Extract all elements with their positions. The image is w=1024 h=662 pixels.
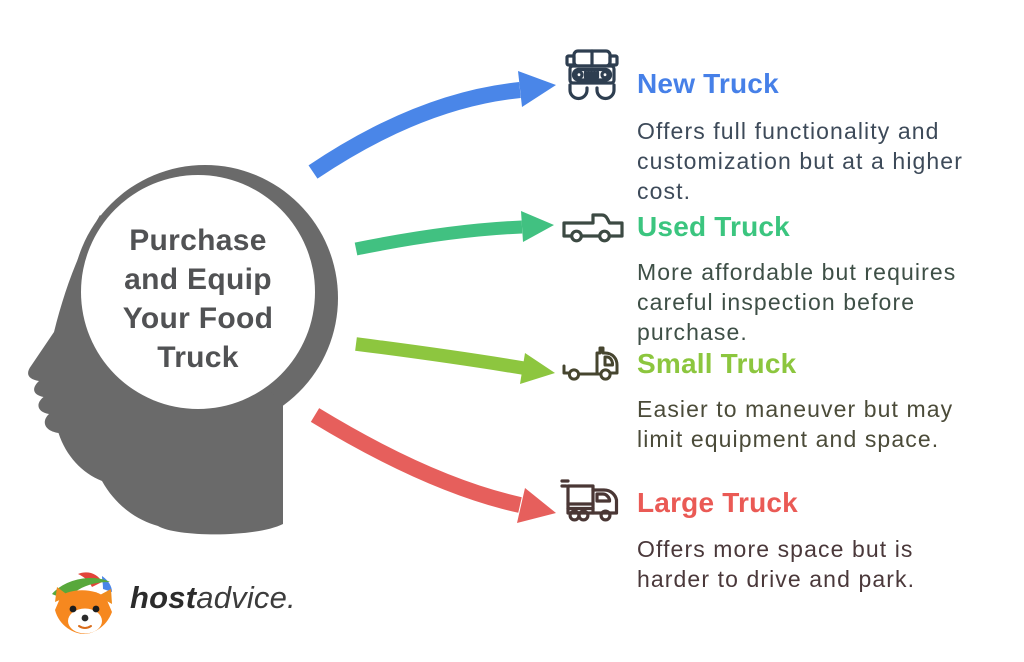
option-label-new-truck: New Truck (637, 68, 779, 99)
option-label-small-truck: Small Truck (637, 348, 797, 379)
title-line-2: and Equip (124, 263, 272, 296)
title-line-1: Purchase (129, 224, 267, 257)
head-thought-circle (81, 175, 315, 409)
arrow-new-truck (308, 71, 556, 179)
brand-host-text: host (130, 580, 197, 615)
large-box-truck-icon (560, 477, 622, 530)
title-line-3: Your Food (122, 302, 274, 335)
option-description-large-truck: Offers more space but is harder to drive… (637, 536, 916, 592)
option-description-new-truck: Offers full functionality and customizat… (637, 118, 963, 204)
arrow-large-truck (310, 408, 556, 523)
arrowhead-small-truck (520, 353, 555, 384)
option-description-used-truck: More affordable but requires careful ins… (637, 259, 957, 345)
option-label-used-truck: Used Truck (637, 211, 790, 242)
head-silhouette (28, 165, 338, 535)
used-pickup-truck-icon (560, 208, 626, 251)
arrowhead-used-truck (521, 211, 554, 242)
option-description-small-truck: Easier to maneuver but may limit equipme… (637, 396, 954, 452)
new-truck-front-icon (560, 48, 624, 111)
brand-advice-text: advice. (196, 580, 296, 615)
infographic-title: Purchase and Equip Your Food Truck (88, 221, 308, 377)
small-truck-cab-icon (560, 344, 622, 393)
title-line-4: Truck (157, 341, 239, 374)
arrowhead-new-truck (518, 71, 556, 107)
hostadvice-wordmark: hostadvice. (130, 580, 296, 616)
hostadvice-fox-logo (46, 570, 124, 641)
arrow-small-truck (355, 337, 555, 384)
option-label-large-truck: Large Truck (637, 487, 798, 518)
arrowhead-large-truck (517, 488, 556, 523)
arrow-used-truck (354, 211, 554, 256)
